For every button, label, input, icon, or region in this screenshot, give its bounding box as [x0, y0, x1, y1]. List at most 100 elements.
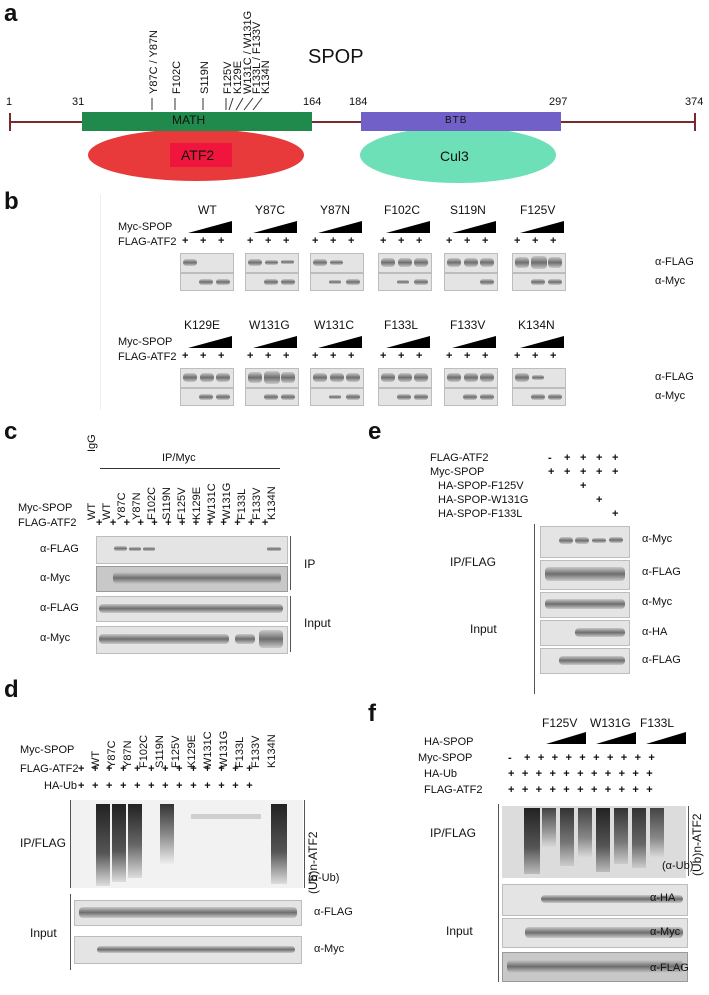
spop-title: SPOP	[308, 46, 364, 68]
e-ab-myc-2: α-Myc	[642, 596, 673, 608]
d-section-ipflag: IP/FLAG	[20, 836, 67, 850]
panel-label-a: a	[4, 0, 18, 27]
pos-374: 374	[685, 96, 704, 108]
f-ab-myc: α-Myc	[650, 926, 681, 938]
btb-label: BTB	[445, 115, 468, 126]
panel-label-c: c	[4, 418, 18, 445]
b-group-k134n: K134N + + +	[512, 318, 568, 408]
pos-1: 1	[6, 96, 13, 108]
d-plus-row-2: +++++++++++++	[78, 780, 261, 792]
b-group-w131g: W131G + + +	[245, 318, 301, 408]
c-ip-bracket	[290, 536, 291, 590]
c-lane-5: S119N	[161, 487, 173, 520]
pos-184: 184	[349, 96, 368, 108]
e-row-flag-atf2: FLAG-ATF2	[430, 452, 489, 464]
d-ub-sub: (α-Ub)	[308, 872, 340, 884]
c-row-flag-atf2: FLAG-ATF2	[18, 517, 77, 529]
cul3-ellipse	[360, 127, 556, 183]
e-row-ha-f125v: HA-SPOP-F125V	[438, 480, 524, 492]
f-wedge-1	[546, 732, 586, 744]
c-lane-11: F133V	[251, 487, 263, 520]
b-group-w131c: W131C + + +	[310, 318, 366, 408]
f-group-f133l: F133L	[640, 716, 675, 730]
spop-domain-diagram	[9, 97, 696, 183]
d-blot-myc	[74, 936, 302, 964]
pos-164: 164	[303, 96, 322, 108]
b-row-flag-atf2: FLAG-ATF2	[118, 236, 177, 248]
c-row-myc-spop: Myc-SPOP	[18, 502, 73, 514]
d-row-myc-spop: Myc-SPOP	[20, 744, 75, 756]
d-blot-flag	[74, 900, 302, 926]
mut-k134n: K134N	[260, 60, 272, 94]
e-row-ha-f133l: HA-SPOP-F133L	[438, 508, 523, 520]
b-group-y87n: Y87N + + +	[310, 203, 366, 293]
c-lane-10: F133L	[236, 488, 248, 520]
c-lane-6: F125V	[176, 487, 188, 520]
e-blot-frame	[534, 524, 535, 694]
atf2-box	[170, 143, 232, 167]
e-ab-myc-1: α-Myc	[642, 533, 673, 545]
b-group-f102c: F102C + + +	[378, 203, 434, 293]
c-blot-ip-myc	[96, 566, 288, 592]
mut-y87: Y87C / Y87N	[148, 29, 160, 94]
b-group-s119n: S119N + + +	[444, 203, 500, 293]
f-sign-grid: - ++++++++++ +++++++++++ +++++++++++	[508, 752, 663, 796]
c-lane-9: W131G	[221, 482, 233, 520]
c-ip-header: IP/Myc	[162, 452, 196, 464]
d-input-frame	[70, 894, 71, 970]
e-sign-grid: - + + + + + + + + + + + +	[548, 452, 619, 520]
b-group-k129e: K129E + + +	[180, 318, 236, 408]
c-blot-in-myc	[96, 626, 288, 654]
f-row-ha-ub: HA-Ub	[424, 768, 458, 780]
f-wedge-3	[646, 732, 686, 744]
c-plus-row: +++++++++++++	[96, 517, 276, 529]
f-group-f125v: F125V	[542, 716, 578, 730]
f-wedge-2	[596, 732, 636, 744]
c-ab-myc-1: α-Myc	[40, 572, 71, 584]
mut-s119n: S119N	[199, 61, 211, 94]
d-row-ha-ub: HA-Ub	[44, 780, 78, 792]
c-section-ip: IP	[304, 557, 316, 571]
f-ub-bracket	[688, 806, 689, 876]
c-igg: IgG	[86, 434, 98, 452]
f-group-w131g: W131G	[590, 716, 631, 730]
f-ab-ha-visible: α-HA	[650, 892, 676, 904]
f-blot-myc	[502, 918, 688, 948]
mut-f102c: F102C	[171, 60, 183, 94]
c-blot-in-flag	[96, 596, 288, 622]
panel-label-f: f	[368, 700, 376, 727]
b-group-wt: WT + + +	[180, 203, 236, 293]
pos-297: 297	[549, 96, 568, 108]
d-ab-flag: α-FLAG	[314, 906, 353, 918]
e-section-ipflag: IP/FLAG	[450, 555, 497, 569]
e-blot-ip-myc	[540, 526, 630, 558]
c-ab-flag-2: α-FLAG	[40, 602, 79, 614]
f-ub-sub: (α-Ub)	[662, 860, 694, 872]
b-ab-flag-bottom: α-FLAG	[655, 371, 694, 383]
d-plus-row-1: +++++++++++++	[78, 763, 261, 775]
b-row-myc-spop: Myc-SPOP	[118, 221, 173, 233]
e-blot-in-ha	[540, 620, 630, 646]
f-ipflag-blot	[502, 806, 686, 878]
f-ab-flag: α-FLAG	[650, 962, 689, 974]
e-row-myc-spop: Myc-SPOP	[430, 466, 485, 478]
b-group-f133v: F133V + + +	[444, 318, 500, 408]
e-blot-in-myc	[540, 592, 630, 618]
f-row-myc-spop: Myc-SPOP	[418, 752, 473, 764]
d-ub-label: (Ub)n-ATF2	[306, 831, 320, 894]
e-blot-in-flag	[540, 648, 630, 674]
c-ab-flag-1: α-FLAG	[40, 543, 79, 555]
b-group-f125v: F125V + + +	[512, 203, 568, 293]
btb-domain	[361, 112, 561, 131]
c-blot-ip-flag	[96, 536, 288, 564]
d-row-flag-atf2: FLAG-ATF2	[20, 763, 79, 775]
d-ab-myc: α-Myc	[314, 943, 345, 955]
panel-label-d: d	[4, 676, 19, 703]
f-row-ha-spop: HA-SPOP	[424, 736, 474, 748]
e-ab-ha: α-HA	[642, 626, 668, 638]
b-row-myc-spop-2: Myc-SPOP	[118, 336, 173, 348]
e-blot-ip-flag	[540, 560, 630, 590]
b-row-flag-atf2-2: FLAG-ATF2	[118, 351, 177, 363]
c-lane-7: K129E	[191, 486, 203, 520]
c-lane-3: Y87N	[131, 492, 143, 520]
